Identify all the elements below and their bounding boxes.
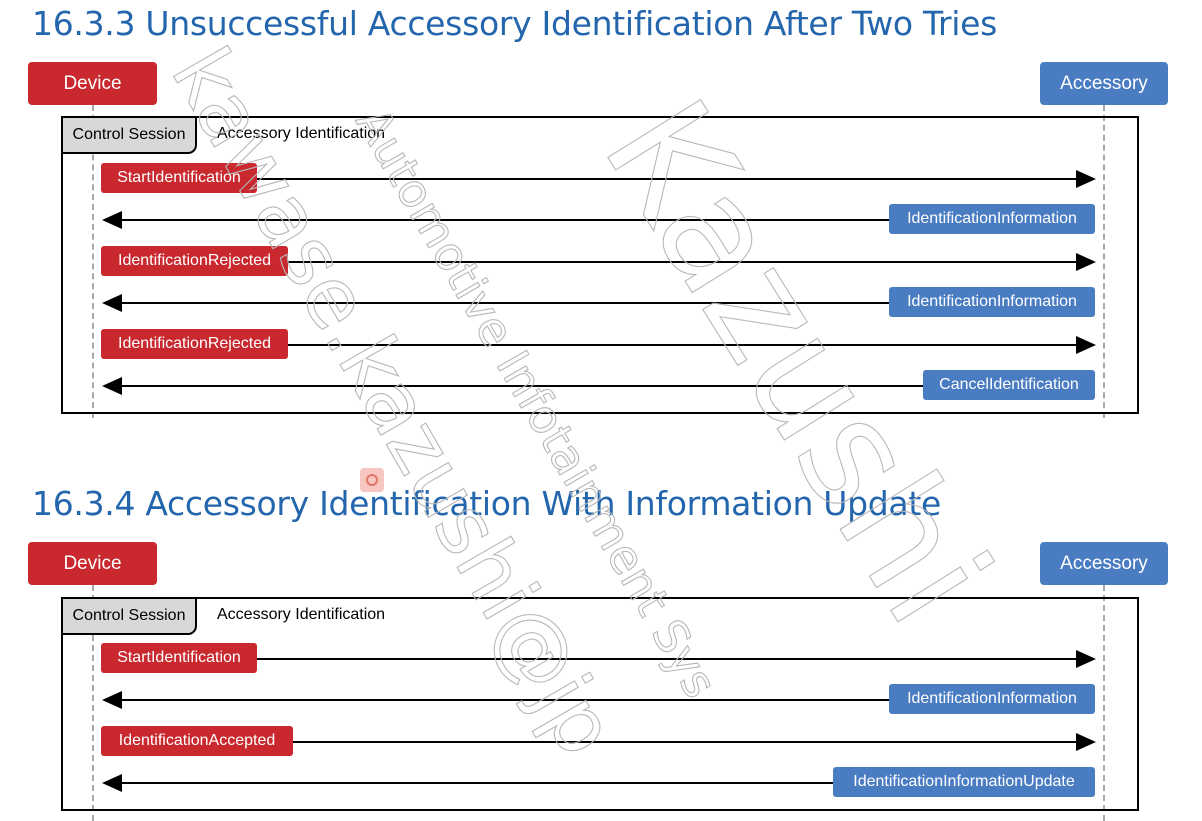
arrow-right-icon bbox=[1076, 253, 1096, 271]
message-identification-rejected: IdentificationRejected bbox=[101, 246, 288, 276]
arrow-right-icon bbox=[1076, 650, 1096, 668]
message-identification-information: IdentificationInformation bbox=[889, 204, 1095, 234]
message-identification-information-update: IdentificationInformationUpdate bbox=[833, 767, 1095, 797]
frame-tab: Control Session bbox=[63, 118, 197, 154]
message-arrow-line bbox=[120, 302, 1095, 304]
sequence-frame: Control Session Accessory Identification bbox=[61, 116, 1139, 414]
section-title-unsuccessful: 16.3.3 Unsuccessful Accessory Identifica… bbox=[32, 4, 998, 43]
section-title-information-update: 16.3.4 Accessory Identification With Inf… bbox=[32, 484, 941, 523]
message-arrow-line bbox=[101, 658, 1079, 660]
frame-label: Accessory Identification bbox=[217, 606, 386, 623]
arrow-left-icon bbox=[102, 774, 122, 792]
message-arrow-line bbox=[120, 699, 1095, 701]
accessory-participant: Accessory bbox=[1040, 62, 1168, 105]
message-arrow-line bbox=[101, 741, 1079, 743]
device-participant: Device bbox=[28, 62, 157, 105]
message-arrow-line bbox=[101, 178, 1079, 180]
device-lifeline bbox=[92, 105, 94, 418]
message-arrow-line bbox=[101, 261, 1079, 263]
device-participant: Device bbox=[28, 542, 157, 585]
arrow-right-icon bbox=[1076, 336, 1096, 354]
accessory-lifeline bbox=[1103, 105, 1105, 418]
arrow-left-icon bbox=[102, 294, 122, 312]
frame-label: Accessory Identification bbox=[217, 125, 386, 142]
arrow-left-icon bbox=[102, 211, 122, 229]
message-identification-information: IdentificationInformation bbox=[889, 684, 1095, 714]
arrow-left-icon bbox=[102, 691, 122, 709]
frame-tab: Control Session bbox=[63, 599, 197, 635]
message-identification-accepted: IdentificationAccepted bbox=[101, 726, 293, 756]
message-arrow-line bbox=[120, 782, 1095, 784]
message-identification-rejected: IdentificationRejected bbox=[101, 329, 288, 359]
accessory-participant: Accessory bbox=[1040, 542, 1168, 585]
message-start-identification: StartIdentification bbox=[101, 163, 257, 193]
message-arrow-line bbox=[120, 385, 1095, 387]
arrow-right-icon bbox=[1076, 170, 1096, 188]
arrow-left-icon bbox=[102, 377, 122, 395]
sequence-frame: Control Session Accessory Identification bbox=[61, 597, 1139, 811]
accessory-lifeline bbox=[1103, 585, 1105, 821]
arrow-right-icon bbox=[1076, 733, 1096, 751]
message-identification-information: IdentificationInformation bbox=[889, 287, 1095, 317]
message-cancel-identification: CancelIdentification bbox=[923, 370, 1095, 400]
message-start-identification: StartIdentification bbox=[101, 643, 257, 673]
device-lifeline bbox=[92, 585, 94, 821]
message-arrow-line bbox=[101, 344, 1079, 346]
message-arrow-line bbox=[120, 219, 1095, 221]
